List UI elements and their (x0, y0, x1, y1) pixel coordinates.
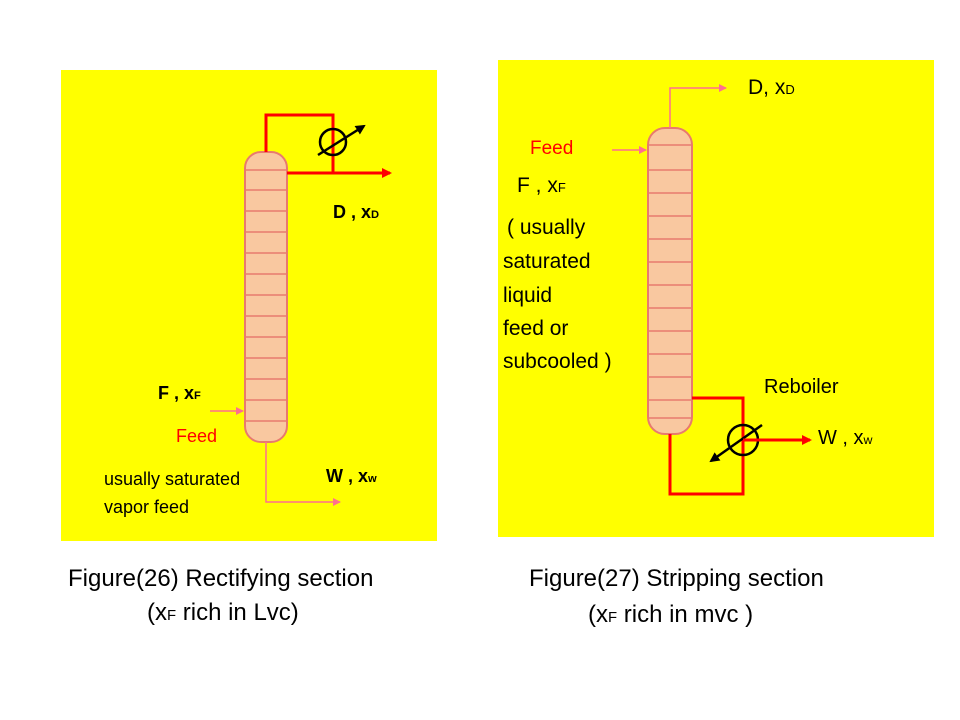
rectifying-trays (245, 169, 287, 422)
stripping-column (647, 127, 693, 435)
feed-composition-label-26: F , xF (158, 383, 201, 403)
feed-note-line3-27: liquid (503, 284, 553, 307)
bottoms-arrow-26 (265, 442, 341, 506)
distillate-arrow-27 (669, 84, 727, 128)
condenser-icon (317, 124, 366, 157)
distillate-label-27: D, xD (748, 76, 795, 99)
feed-note-line5-27: subcooled ) (503, 350, 612, 373)
distillate-label-26: D , xD (333, 202, 380, 222)
reboiler-icon (709, 423, 763, 463)
reboiler-label: Reboiler (764, 376, 839, 398)
feed-note-line4-27: feed or (503, 317, 569, 340)
bottoms-label-26: W , xw (326, 466, 377, 486)
bottoms-label-27: W , xw (818, 427, 873, 449)
caption-figure26-title: Figure(26) Rectifying section (68, 565, 374, 592)
feed-note-line1-27: ( usually (507, 216, 586, 239)
caption-figure27-note: (xF rich in mvc ) (588, 601, 754, 628)
condenser-loop (264, 113, 335, 173)
feed-composition-label-27: F , xF (517, 174, 566, 197)
feed-label-27: Feed (530, 138, 574, 159)
feed-note-line2-27: saturated (503, 250, 591, 273)
feed-note-line1-26: usually saturated (104, 469, 241, 489)
stripping-trays (648, 144, 692, 419)
caption-figure26-note: (xF rich in Lvc) (147, 599, 299, 626)
feed-note-line2-26: vapor feed (104, 497, 190, 517)
rectifying-column (244, 151, 288, 443)
caption-figure27-title: Figure(27) Stripping section (529, 565, 824, 592)
reboiler-loop (668, 396, 745, 496)
feed-label-26: Feed (176, 426, 218, 446)
